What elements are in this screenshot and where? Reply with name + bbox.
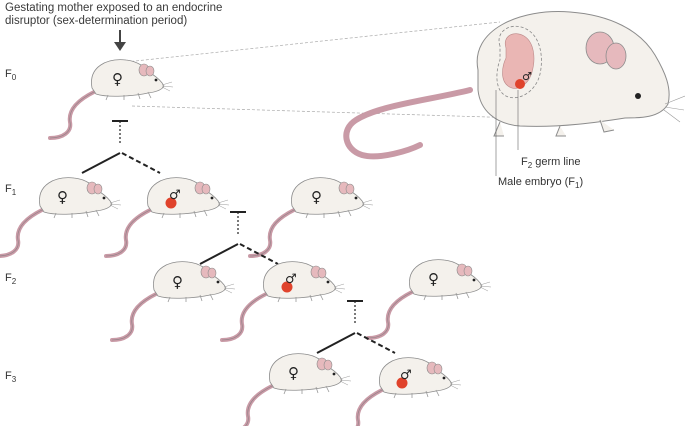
f1-female-symbol: ♀ (57, 188, 68, 206)
f2-fork (316, 300, 396, 354)
germ-line-label-pre: F (521, 156, 528, 168)
exposure-arrow-head (114, 42, 126, 51)
generation-label-f0: F0 (5, 68, 16, 82)
projection-line-bottom (131, 105, 521, 119)
generation-sub: 0 (11, 73, 17, 83)
f3-male-marker (396, 377, 408, 389)
generation-label-f2: F2 (5, 272, 16, 286)
f1-female-symbol-2: ♀ (311, 188, 322, 206)
f2-female-symbol: ♀ (172, 273, 183, 291)
f3-male-symbol: ♂ (400, 368, 412, 383)
generation-sub: 2 (11, 277, 17, 287)
projection-line-top (125, 21, 501, 63)
generation-label-f1: F1 (5, 183, 16, 197)
f1-fork (199, 211, 279, 265)
f1-male-marker (165, 197, 177, 209)
f1-male-symbol: ♂ (169, 188, 181, 203)
generation-sub: 3 (11, 375, 17, 385)
exposure-caption-line1: Gestating mother exposed to an endocrine (5, 2, 223, 14)
generation-letter: F (5, 272, 12, 284)
f2-male-symbol: ♂ (285, 272, 297, 287)
f3-female-symbol: ♀ (288, 364, 299, 382)
f0-fork (81, 120, 161, 174)
embryo-label-post: ) (579, 176, 584, 188)
generation-sub: 1 (11, 188, 17, 198)
f2-female-symbol-2: ♀ (428, 270, 439, 288)
germ-line-label: F2 germ line (521, 156, 580, 170)
embryo-label-pre: Male embryo (F (498, 176, 576, 188)
germ-line-label-post: germ line (532, 156, 581, 168)
f2-mouse-male (220, 259, 347, 342)
embryo-male-symbol: ♂ (522, 70, 532, 83)
generation-label-f3: F3 (5, 370, 16, 384)
f2-male-marker (281, 281, 293, 293)
f1-mouse-male (104, 175, 231, 258)
generation-letter: F (5, 183, 12, 195)
embryo-label: Male embryo (F1) (498, 176, 583, 190)
embryo-label-sub: 1 (575, 181, 580, 191)
germ-line-label-sub: 2 (527, 161, 533, 171)
generation-letter: F (5, 370, 12, 382)
exposure-caption-line2: disruptor (sex-determination period) (5, 15, 188, 27)
f0-female-symbol: ♀ (112, 70, 123, 88)
embryo: ♂ (495, 25, 542, 176)
generation-letter: F (5, 68, 12, 80)
embryo-male-marker (515, 79, 525, 89)
exposure-caption: Gestating mother exposed to an endocrine… (5, 2, 222, 28)
